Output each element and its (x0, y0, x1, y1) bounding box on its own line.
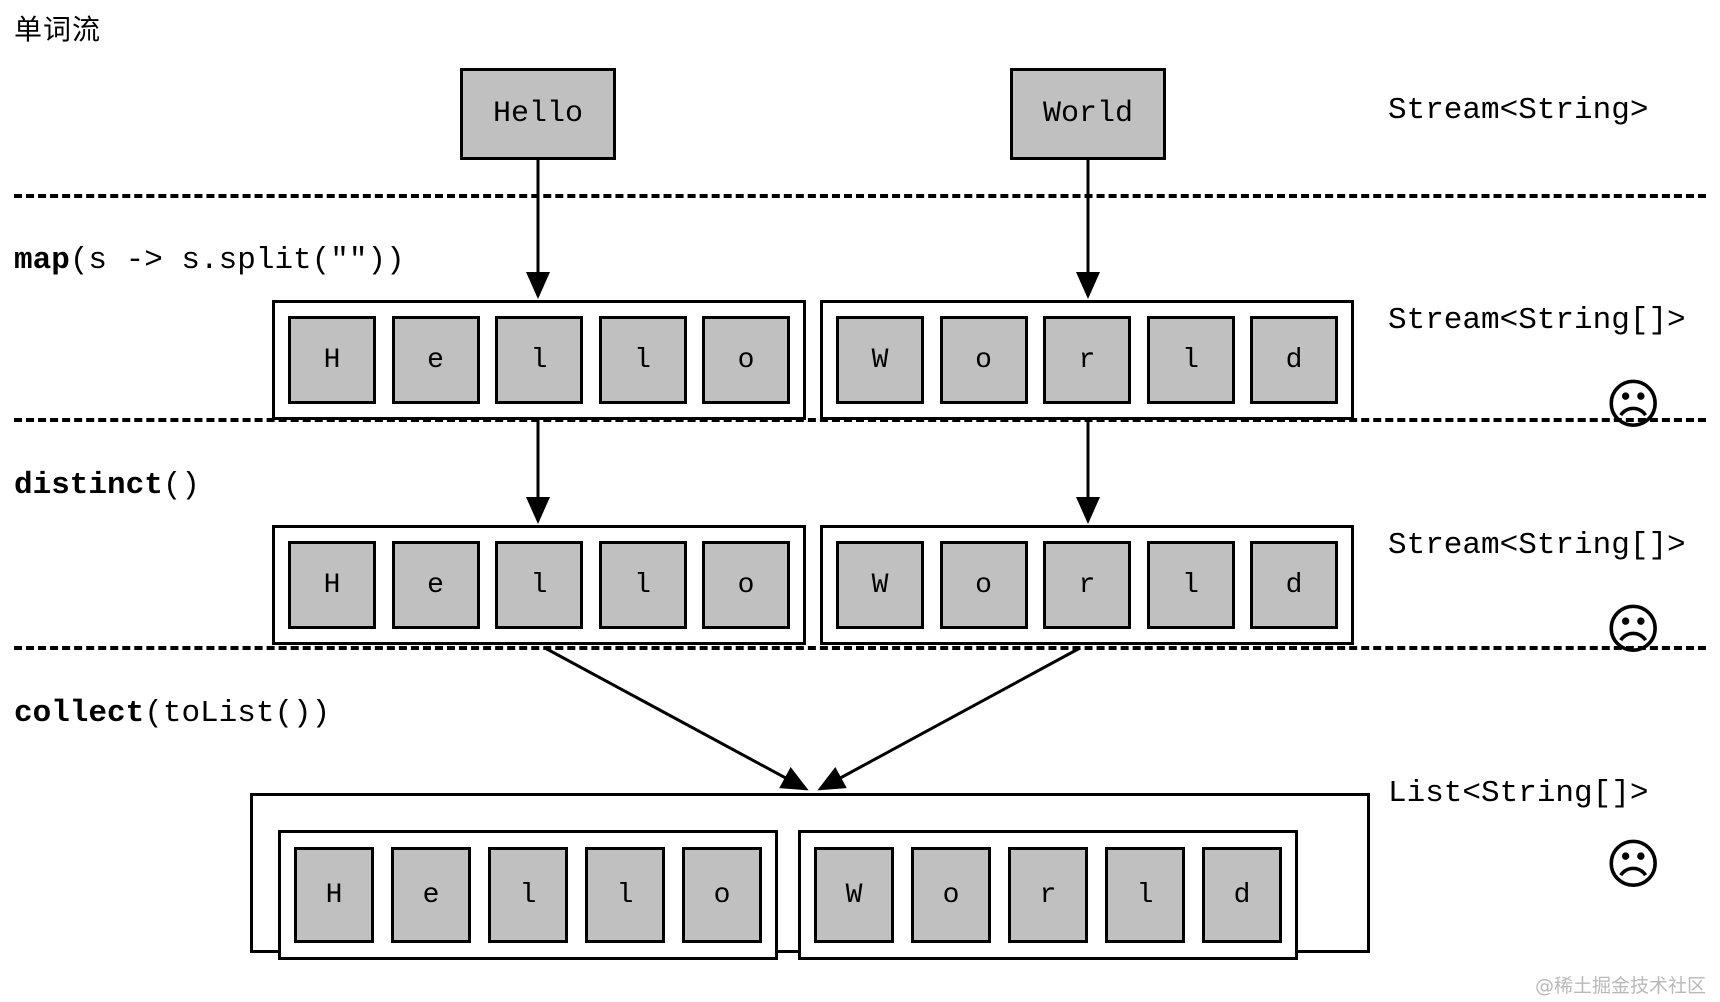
watermark: @稀土掘金技术社区 (1534, 975, 1706, 997)
array-box-collect-world[interactable]: W o r l d (798, 830, 1298, 960)
op-args: (toList()) (144, 696, 331, 731)
char-cell[interactable]: o (702, 541, 790, 629)
separator-line-1 (14, 194, 1706, 198)
op-label-collect: collect(toList()) (14, 698, 330, 729)
char-cell[interactable]: l (1146, 541, 1235, 629)
char-cell[interactable]: o (682, 847, 762, 943)
type-label-stream-string: Stream<String> (1388, 93, 1649, 128)
char-cell[interactable]: H (288, 316, 376, 404)
list-box-collect[interactable]: H e l l o W o r l d (250, 793, 1370, 960)
sad-face-icon: ☹ (1605, 373, 1662, 436)
arrow-distinct-to-collect-world (817, 646, 1081, 791)
sad-face-icon: ☹ (1605, 598, 1662, 661)
type-label-stream-string-array-2: Stream<String[]> (1388, 528, 1686, 563)
type-label-list-string-array: List<String[]> (1388, 776, 1649, 811)
op-args: () (162, 468, 201, 503)
char-cell[interactable]: H (288, 541, 376, 629)
char-cell[interactable]: l (1105, 847, 1185, 943)
op-name: map (14, 243, 70, 278)
char-cell[interactable]: e (391, 316, 480, 404)
char-cell[interactable]: r (1043, 541, 1131, 629)
char-cell[interactable]: r (1008, 847, 1088, 943)
char-cell[interactable]: W (814, 847, 894, 943)
char-cell[interactable]: l (598, 541, 687, 629)
char-cell[interactable]: o (702, 316, 790, 404)
char-cell[interactable]: l (598, 316, 687, 404)
type-label-stream-string-array-1: Stream<String[]> (1388, 303, 1686, 338)
arrow-distinct-to-collect-hello (544, 646, 809, 791)
char-cell[interactable]: o (939, 541, 1028, 629)
char-cell[interactable]: d (1250, 541, 1338, 629)
array-box-distinct-hello[interactable]: H e l l o (272, 525, 806, 645)
char-cell[interactable]: l (495, 541, 583, 629)
char-cell[interactable]: l (1146, 316, 1235, 404)
char-cell[interactable]: W (836, 541, 924, 629)
char-cell[interactable]: o (939, 316, 1028, 404)
char-cell[interactable]: l (495, 316, 583, 404)
op-name: distinct (14, 468, 163, 503)
char-cell[interactable]: d (1250, 316, 1338, 404)
separator-line-3 (14, 646, 1706, 650)
char-cell[interactable]: W (836, 316, 924, 404)
op-label-map: map(s -> s.split("")) (14, 245, 405, 276)
word-box-label: Hello (492, 97, 583, 131)
sad-face-icon: ☹ (1605, 833, 1662, 896)
char-cell[interactable]: e (391, 541, 480, 629)
char-cell[interactable]: e (391, 847, 471, 943)
char-cell[interactable]: l (585, 847, 665, 943)
char-cell[interactable]: l (488, 847, 568, 943)
char-cell[interactable]: o (911, 847, 991, 943)
op-name: collect (14, 696, 145, 731)
array-box-distinct-world[interactable]: W o r l d (820, 525, 1354, 645)
array-box-collect-hello[interactable]: H e l l o (278, 830, 778, 960)
separator-line-2 (14, 418, 1706, 422)
op-label-distinct: distinct() (14, 470, 200, 501)
word-box-hello[interactable]: Hello (460, 68, 616, 160)
char-cell[interactable]: r (1043, 316, 1131, 404)
array-box-map-world[interactable]: W o r l d (820, 300, 1354, 420)
word-box-world[interactable]: World (1010, 68, 1166, 160)
array-box-map-hello[interactable]: H e l l o (272, 300, 806, 420)
char-cell[interactable]: d (1202, 847, 1282, 943)
page-title: 单词流 (14, 13, 102, 46)
char-cell[interactable]: H (294, 847, 374, 943)
word-box-label: World (1042, 97, 1133, 131)
op-args: (s -> s.split("")) (69, 243, 405, 278)
